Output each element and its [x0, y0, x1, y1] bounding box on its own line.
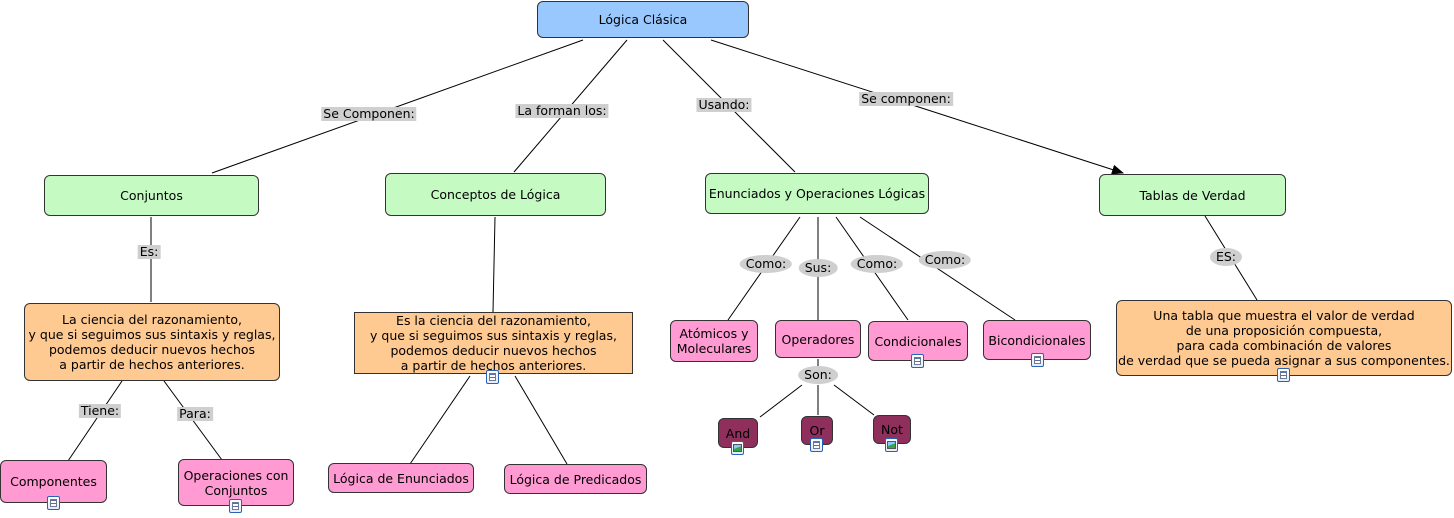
concept-tablas-verdad[interactable]: Tablas de Verdad: [1099, 174, 1286, 216]
leaf-condicionales[interactable]: Condicionales: [868, 321, 968, 361]
leaf-logica-enunciados-label: Lógica de Enunciados: [333, 470, 469, 486]
link-label-la-forman-los: La forman los:: [515, 103, 609, 118]
leaf-componentes-label: Componentes: [10, 474, 97, 489]
link-label-como-3: Como:: [918, 251, 972, 269]
operator-and-label: And: [725, 425, 751, 441]
root-title: Lógica Clásica: [598, 12, 688, 27]
link-label-es-tablas: ES:: [1209, 248, 1243, 266]
image-icon[interactable]: [731, 441, 744, 455]
definition-conjuntos-text: La ciencia del razonamiento, y que si se…: [28, 312, 276, 372]
link-label-son: Son:: [798, 366, 838, 384]
concept-conceptos-label: Conceptos de Lógica: [430, 187, 561, 202]
link-conceptos-def: [492, 216, 496, 313]
link-son-and: [759, 384, 803, 418]
link-def-enunciados: [409, 375, 471, 465]
operator-not-label: Not: [881, 422, 903, 437]
link-def-componentes: [67, 380, 123, 462]
leaf-logica-predicados-label: Lógica de Predicados: [509, 471, 642, 487]
definition-tablas[interactable]: Una tabla que muestra el valor de verdad…: [1116, 300, 1452, 376]
definition-conjuntos[interactable]: La ciencia del razonamiento, y que si se…: [24, 303, 280, 381]
concept-conceptos-logica[interactable]: Conceptos de Lógica: [385, 173, 606, 216]
leaf-atomicos-moleculares[interactable]: Atómicos y Moleculares: [670, 320, 758, 362]
link-label-se-componen: Se Componen:: [321, 106, 417, 121]
leaf-operadores[interactable]: Operadores: [775, 320, 861, 358]
document-icon[interactable]: [1277, 368, 1290, 382]
leaf-operaciones-label: Operaciones con Conjuntos: [183, 467, 289, 498]
definition-conceptos[interactable]: Es la ciencia del razonamiento, y que si…: [354, 312, 633, 374]
document-icon[interactable]: [229, 499, 242, 513]
link-label-usando: Usando:: [696, 97, 752, 112]
link-label-como-1: Como:: [739, 255, 793, 273]
definition-conceptos-text: Es la ciencia del razonamiento, y que si…: [370, 313, 617, 373]
leaf-condicionales-label: Condicionales: [874, 333, 962, 349]
document-icon[interactable]: [810, 438, 823, 452]
concept-tablas-label: Tablas de Verdad: [1139, 187, 1246, 203]
leaf-logica-enunciados[interactable]: Lógica de Enunciados: [328, 463, 474, 493]
link-def-predicados: [514, 375, 568, 465]
operator-or-label: Or: [809, 423, 825, 438]
image-icon[interactable]: [885, 438, 898, 452]
link-son-not: [833, 384, 875, 416]
document-icon[interactable]: [1031, 353, 1044, 367]
root-node[interactable]: Lógica Clásica: [537, 1, 749, 38]
link-label-es: Es:: [137, 244, 161, 259]
leaf-operadores-label: Operadores: [781, 331, 855, 347]
leaf-bicondicionales-label: Bicondicionales: [988, 332, 1086, 348]
definition-tablas-text: Una tabla que muestra el valor de verdad…: [1118, 308, 1450, 368]
document-icon[interactable]: [47, 496, 60, 510]
concept-enunciados-operaciones[interactable]: Enunciados y Operaciones Lógicas: [705, 173, 929, 214]
concept-enunciados-label: Enunciados y Operaciones Lógicas: [708, 186, 926, 201]
link-label-se-componen-2: Se componen:: [859, 91, 953, 106]
link-root-tablas: [710, 39, 1124, 175]
link-label-como-2: Como:: [850, 255, 904, 273]
link-label-sus: Sus:: [798, 259, 838, 277]
document-icon[interactable]: [486, 370, 499, 384]
link-label-tiene: Tiene:: [78, 403, 122, 418]
link-root-conjuntos: [211, 39, 584, 174]
concept-conjuntos-label: Conjuntos: [120, 188, 183, 203]
document-icon[interactable]: [911, 354, 924, 368]
leaf-logica-predicados[interactable]: Lógica de Predicados: [504, 464, 647, 494]
concept-conjuntos[interactable]: Conjuntos: [44, 175, 259, 216]
leaf-atomicos-label: Atómicos y Moleculares: [676, 326, 752, 356]
link-label-para: Para:: [177, 406, 213, 421]
